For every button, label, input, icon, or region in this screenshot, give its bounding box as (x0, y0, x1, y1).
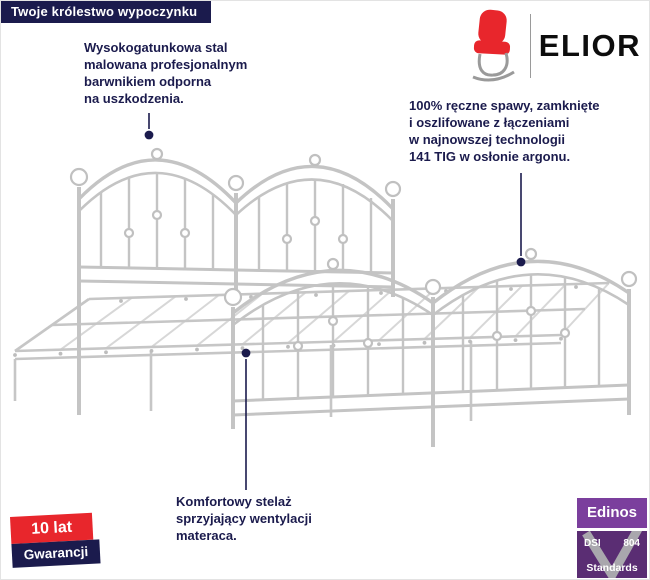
footboard (231, 259, 631, 447)
annotation-slats-line: materaca. (176, 528, 237, 543)
standards-badge: DSI 804 Standards (577, 531, 647, 578)
warranty-label: Gwarancji (11, 539, 101, 568)
bed-platform (14, 282, 610, 352)
annotation-slats-line: sprzyjający wentylacji (176, 511, 312, 526)
bed-platform-rails (13, 281, 610, 421)
brand-name: ELIOR (538, 28, 641, 63)
brand-logo: ELIOR (466, 7, 641, 85)
slats-callout (241, 348, 251, 490)
annotation-slats-line: Komfortowy stelaż (176, 494, 292, 509)
annotation-welds-line: 100% ręczne spawy, zamknięte (409, 98, 600, 113)
footboard-finials (223, 247, 638, 352)
standards-dsi: DSI (584, 538, 601, 549)
headboard (77, 158, 395, 415)
annotation-slats: Komfortowy stelaż sprzyjający wentylacji… (176, 493, 312, 544)
annotation-steel-line: Wysokogatunkowa stal (84, 40, 228, 55)
warranty-years: 10 lat (10, 512, 94, 544)
chair-icon (472, 9, 515, 82)
annotation-welds-line: 141 TIG w osłonie argonu. (409, 149, 571, 164)
edinos-badge: Edinos (577, 498, 647, 528)
warranty-badge: 10 lat Gwarancji (10, 512, 101, 568)
annotation-steel: Wysokogatunkowa stal malowana profesjona… (84, 39, 247, 107)
steel-callout (144, 113, 154, 140)
annotation-welds: 100% ręczne spawy, zamknięte i oszlifowa… (409, 97, 600, 165)
standards-label: Standards (586, 562, 638, 574)
annotation-welds-line: w najnowszej technologii (409, 132, 566, 147)
checkmark-icon (582, 531, 642, 578)
bed-platform-rivets (13, 285, 578, 357)
annotation-steel-line: malowana profesjonalnym (84, 57, 248, 72)
annotation-welds-line: i oszlifowane z łączeniami (409, 115, 570, 130)
welds-callout (516, 173, 526, 267)
annotation-steel-line: barwnikiem odporna (84, 74, 212, 89)
banner: Twoje królestwo wypoczynku (1, 1, 212, 23)
standards-number: 804 (623, 538, 640, 549)
logo-divider (529, 14, 531, 78)
headboard-finials (69, 147, 402, 245)
annotation-steel-line: na uszkodzenia. (84, 91, 184, 106)
